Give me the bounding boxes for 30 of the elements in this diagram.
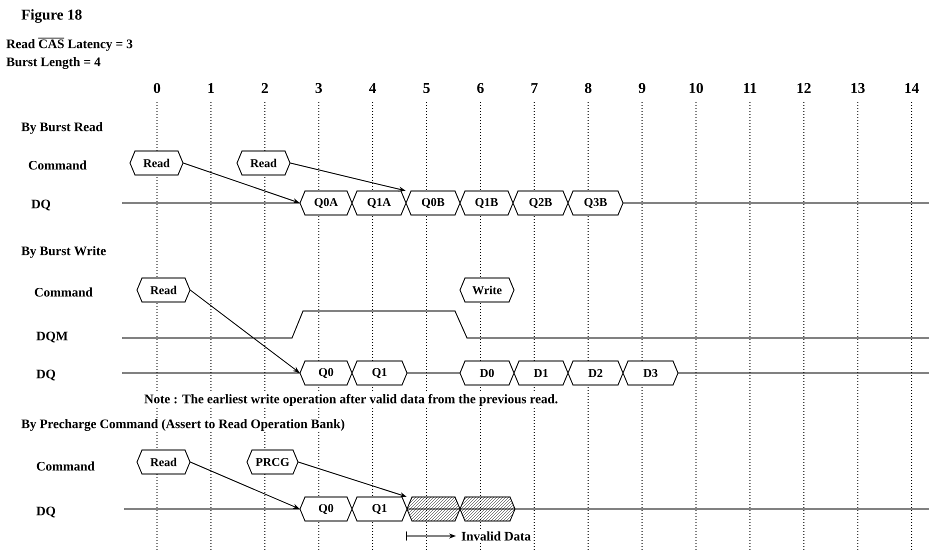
label-text: 1 xyxy=(206,82,216,94)
label-text: 14 xyxy=(903,82,920,94)
label-text: DQ xyxy=(35,368,57,382)
label-text: 13 xyxy=(849,82,866,94)
label-text: DQM xyxy=(35,330,69,344)
label-text: Command xyxy=(27,159,88,171)
label-text: Invalid Data xyxy=(460,530,532,542)
label-text: Command xyxy=(33,286,94,298)
label-text: 2 xyxy=(260,82,270,94)
label-text: Note : The earliest write operation after valid data from the previous read. xyxy=(143,393,559,407)
label-text: DQ xyxy=(30,198,52,212)
label-text: Read CAS Latency = 3 xyxy=(5,38,134,52)
label-text: Figure 18 xyxy=(20,8,84,24)
label-text: 9 xyxy=(637,82,647,94)
label-text: Command xyxy=(35,460,96,472)
label-text: DQ xyxy=(35,506,57,518)
label-text: 4 xyxy=(368,82,378,94)
label-text: 5 xyxy=(422,82,432,94)
label-text: 12 xyxy=(795,82,812,94)
label-text: 10 xyxy=(688,82,704,94)
label-text: Burst Length = 4 xyxy=(5,56,102,70)
label-text: 8 xyxy=(583,82,593,94)
label-text: 7 xyxy=(530,82,540,94)
label-text: By Precharge Command (Assert to Read Operation Bank) xyxy=(20,418,346,432)
label-text: 11 xyxy=(742,82,758,94)
label-text: 6 xyxy=(476,82,486,94)
label-text: By Burst Write xyxy=(20,245,108,259)
label-text: By Burst Read xyxy=(20,121,104,135)
label-text: 0 xyxy=(152,82,162,94)
label-text: 3 xyxy=(314,82,324,94)
